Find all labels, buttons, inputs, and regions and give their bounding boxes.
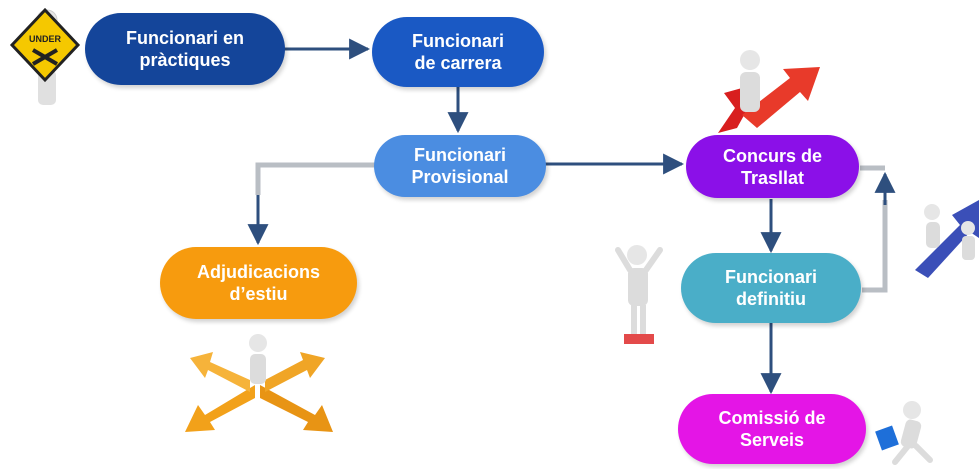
node-label-line2: d’estiu bbox=[229, 284, 288, 304]
node-label-line2: Provisional bbox=[411, 167, 509, 187]
node-label-line1: Funcionari bbox=[413, 145, 506, 165]
node-label-line2: Trasllat bbox=[740, 167, 805, 188]
node-label-line2: pràctiques bbox=[139, 50, 231, 70]
node-label-line1: Funcionari en bbox=[125, 28, 244, 48]
definitiu-right-connector bbox=[862, 200, 888, 293]
node-label-line1: Funcionari bbox=[724, 267, 817, 287]
gray-connectors bbox=[255, 162, 888, 293]
under-construction-figure: UNDER bbox=[9, 7, 81, 105]
sign-label: UNDER bbox=[29, 34, 62, 44]
node-label-line2: definitiu bbox=[735, 289, 806, 309]
node-label-line1: Funcionari bbox=[411, 31, 504, 51]
running-person-figure bbox=[875, 401, 933, 465]
fork-arrow-figure bbox=[718, 50, 820, 133]
warning-sign-icon: UNDER bbox=[9, 7, 81, 83]
node-label-line1: Concurs de bbox=[722, 145, 823, 166]
celebrating-person-figure bbox=[615, 245, 663, 344]
node-label-line1: Adjudicacions bbox=[196, 262, 321, 282]
node-label-line2: de carrera bbox=[414, 53, 502, 73]
node-label-line1: Comissió de bbox=[718, 408, 826, 428]
crossroads-figure bbox=[185, 334, 333, 432]
node-label-line2: Serveis bbox=[739, 430, 805, 450]
provisional-left-connector bbox=[255, 162, 375, 195]
flow-arrows bbox=[247, 38, 896, 395]
climbing-arrow-figure bbox=[915, 200, 979, 278]
